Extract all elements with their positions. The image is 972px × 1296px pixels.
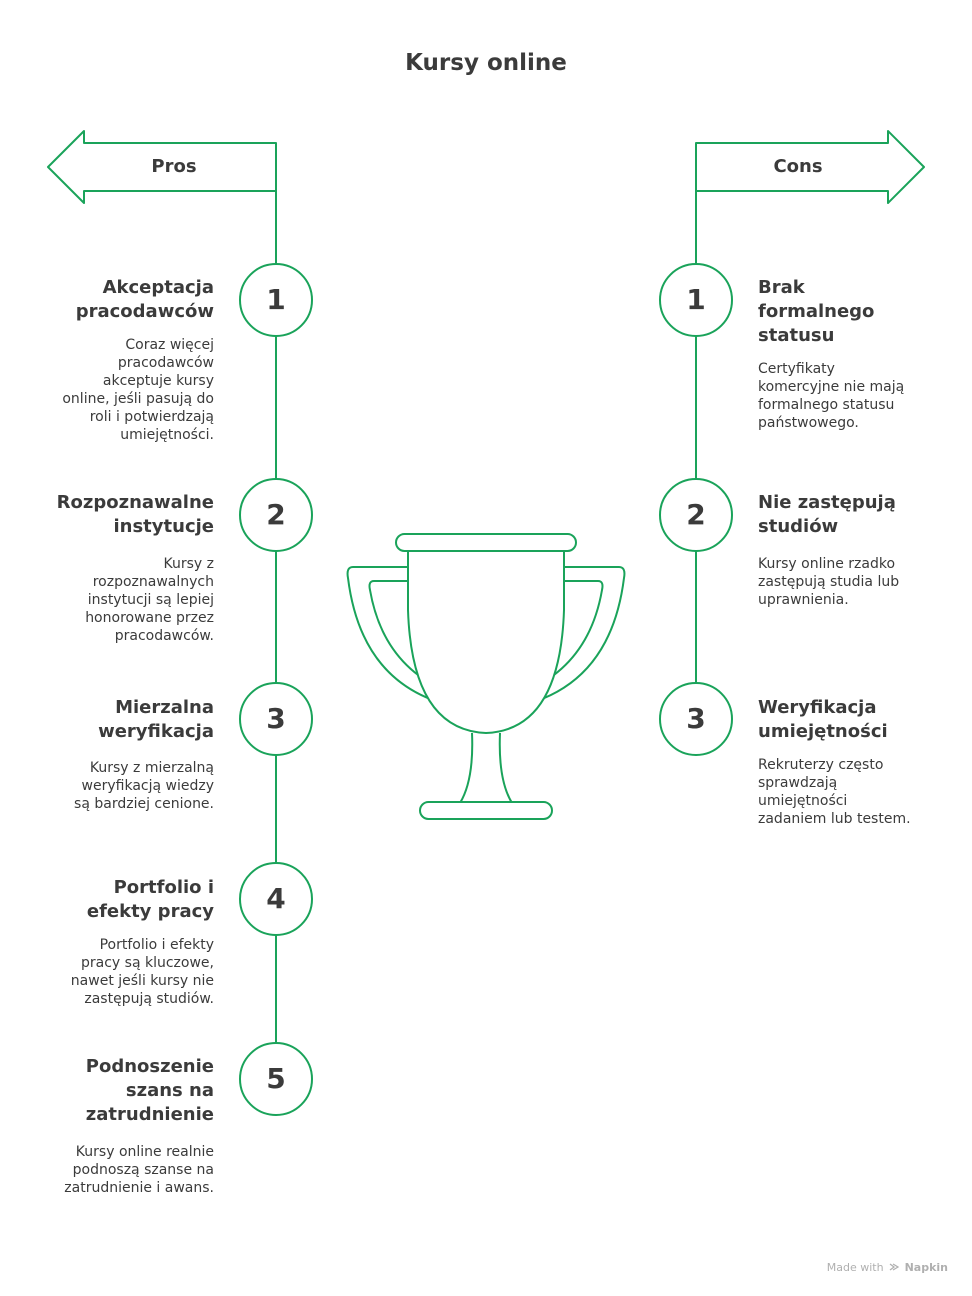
cons-step-number: 2 <box>686 498 706 531</box>
cons-step-circle <box>659 263 733 337</box>
cons-arrow <box>695 130 925 263</box>
cons-step-circle <box>659 682 733 756</box>
pros-step-circle <box>239 263 313 337</box>
pros-step-circle <box>239 1042 313 1116</box>
cons-step-number: 3 <box>686 702 706 735</box>
pros-item-text: Coraz więcej pracodawców akceptuje kursy… <box>62 337 214 443</box>
cons-item-heading: Nie zastępują studiów <box>758 492 896 537</box>
page-title: Kursy online <box>405 50 567 76</box>
trophy-icon <box>346 533 626 820</box>
pros-item-heading: Mierzalna weryfikacja <box>98 697 214 742</box>
pros-step-circle <box>239 862 313 936</box>
cons-item-text: Certyfikaty komercyjne nie mają formalne… <box>758 361 905 431</box>
pros-step-number: 3 <box>266 702 286 735</box>
footer-credit[interactable]: Made with Napkin <box>827 1261 948 1274</box>
pros-step-number: 4 <box>266 882 286 915</box>
cons-item-heading: Weryfikacja umiejętności <box>758 697 888 742</box>
pros-item-heading: Rozpoznawalne instytucje <box>56 492 214 537</box>
cons-item-text: Rekruterzy często sprawdzają umiejętnośc… <box>758 757 911 827</box>
cons-label: Cons <box>773 156 823 177</box>
pros-item-text: Kursy z mierzalną weryfikacją wiedzy są … <box>74 760 214 812</box>
cons-step-number: 1 <box>686 283 706 316</box>
pros-item-text: Kursy online realnie podnoszą szanse na … <box>64 1144 214 1196</box>
pros-label: Pros <box>151 156 197 177</box>
napkin-logo-icon <box>889 1263 900 1271</box>
cons-step-circle <box>659 478 733 552</box>
pros-item-text: Kursy z rozpoznawalnych instytucji są le… <box>85 556 214 644</box>
cons-item-text: Kursy online rzadko zastępują studia lub… <box>758 556 900 608</box>
pros-item-heading: Akceptacja pracodawców <box>75 277 214 322</box>
pros-step-circle <box>239 478 313 552</box>
footer-made-with: Made with <box>826 1261 884 1274</box>
pros-step-number: 5 <box>266 1062 286 1095</box>
cons-item-heading: Brak formalnego statusu <box>758 277 875 346</box>
pros-step-number: 2 <box>266 498 286 531</box>
pros-step-number: 1 <box>266 283 286 316</box>
pros-item-text: Portfolio i efekty pracy są kluczowe, na… <box>70 937 214 1007</box>
pros-item-heading: Podnoszenie szans na zatrudnienie <box>85 1056 214 1125</box>
pros-step-circle <box>239 682 313 756</box>
pros-item-heading: Portfolio i efekty pracy <box>86 877 214 922</box>
pros-arrow <box>47 130 277 263</box>
footer-brand: Napkin <box>904 1261 948 1274</box>
